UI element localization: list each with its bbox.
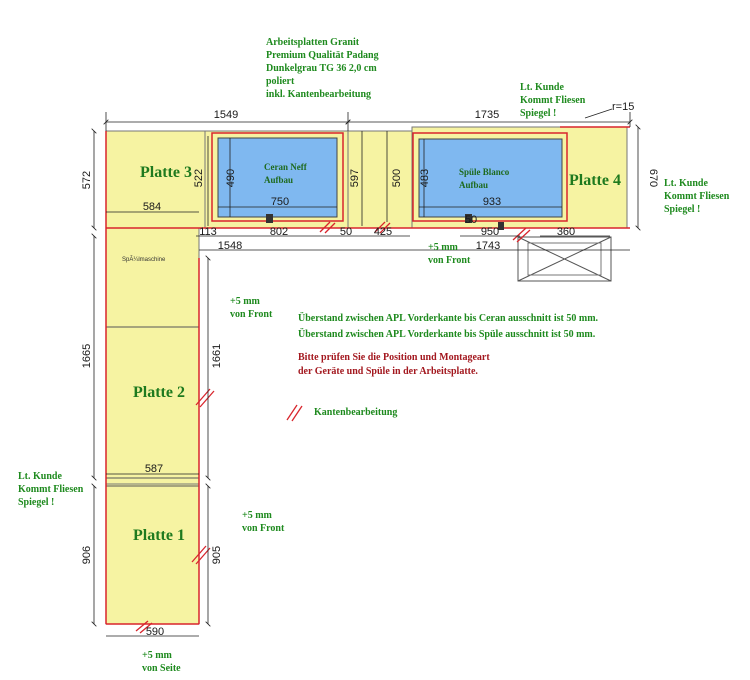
dim-1549: 1549 (214, 109, 238, 121)
dim-750: 750 (271, 196, 289, 208)
plate-4-label: Platte 4 (569, 172, 621, 189)
edge-processing-lines (105, 126, 630, 625)
dim-1661: 1661 (211, 344, 223, 368)
dim-radius: r=15 (612, 101, 634, 113)
ceran-cutout-frame (211, 132, 344, 222)
connector-mark (266, 214, 273, 223)
overhang-note: Überstand zwischen APL Vorderkante bis C… (298, 313, 599, 340)
front-note-bottom: +5 mm von Front (242, 510, 285, 534)
connector-mark (498, 222, 504, 230)
dim-584: 584 (143, 201, 161, 213)
dim-670: 670 (647, 169, 659, 187)
ceran-label-line1: Ceran Neff (264, 162, 308, 172)
dim-1665: 1665 (81, 344, 93, 368)
dim-597: 597 (349, 169, 361, 187)
edge-symbol-group (135, 221, 531, 634)
dim-500: 500 (391, 169, 403, 187)
plate-1-area (105, 483, 200, 625)
dim-425: 425 (374, 226, 392, 238)
plate-top-mid2-area (347, 130, 413, 229)
side-note: +5 mm von Seite (142, 650, 181, 674)
dim-522: 522 (193, 169, 205, 187)
plate-1-label: Platte 1 (133, 527, 185, 544)
dim-590: 590 (146, 626, 164, 638)
dishwasher-cross (517, 236, 612, 282)
front-note-top: +5 mm von Front (428, 242, 471, 266)
sink-cutout (418, 138, 563, 218)
dim-587: 587 (145, 463, 163, 475)
dim-802: 802 (270, 226, 288, 238)
tile-note-left: Lt. Kunde Kommt Fliesen Spiegel ! (18, 471, 84, 508)
dim-572: 572 (81, 171, 93, 189)
dim-906: 906 (81, 546, 93, 564)
dim-950: 950 (481, 226, 499, 238)
material-note: Arbeitsplatten Granit Premium Qualität P… (266, 37, 379, 100)
tile-note-top: Lt. Kunde Kommt Fliesen Spiegel ! (520, 82, 586, 119)
tile-note-right: Lt. Kunde Kommt Fliesen Spiegel ! (664, 178, 730, 215)
sink-label-line2: Aufbau (459, 180, 488, 190)
dim-1743: 1743 (476, 240, 500, 252)
sink-cutout-frame (412, 132, 568, 222)
dim-113: 113 (199, 226, 217, 238)
front-note-middle: +5 mm von Front (230, 296, 273, 320)
plate-3-label: Platte 3 (140, 164, 192, 181)
plate-2-area (105, 227, 200, 485)
plate-2-label: Platte 2 (133, 384, 185, 401)
dishwasher-label: SpÃ¼lmaschine (122, 256, 166, 263)
ceran-label-line2: Aufbau (264, 175, 293, 185)
dim-360: 360 (557, 226, 575, 238)
connector-mark (465, 214, 472, 223)
dim-483: 483 (419, 169, 431, 187)
dim-490: 490 (225, 169, 237, 187)
ceran-cutout (217, 137, 338, 218)
dim-1735: 1735 (475, 109, 499, 121)
dim-50-b: 50 (465, 214, 477, 226)
dim-933: 933 (483, 196, 501, 208)
check-position-note: Bitte prüfen Sie die Position und Montag… (298, 352, 490, 377)
dim-905: 905 (211, 546, 223, 564)
dim-1548: 1548 (218, 240, 242, 252)
edge-processing-legend: Kantenbearbeitung (314, 407, 398, 418)
dim-50-a: 50 (340, 226, 352, 238)
dimension-lines (94, 108, 638, 637)
dishwasher-inner (527, 242, 602, 276)
sink-label-line1: Spüle Blanco (459, 167, 510, 177)
